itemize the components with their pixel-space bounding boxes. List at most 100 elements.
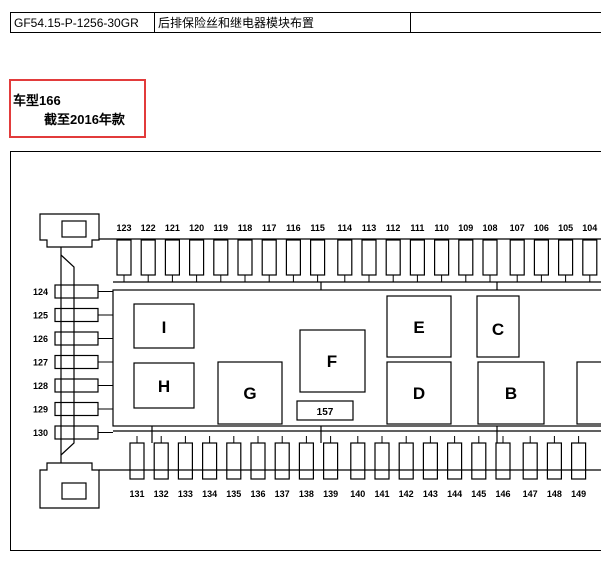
fuse-133-label: 133 (178, 489, 193, 499)
fuse-145 (471, 442, 487, 480)
fuse-133 (177, 442, 193, 480)
left-connector-bottom-latch (61, 482, 87, 500)
fuse-157-label: 157 (317, 407, 334, 418)
fuse-134-label: 134 (202, 489, 217, 499)
fuse-106-label: 106 (534, 223, 549, 233)
fuse-146 (495, 442, 511, 480)
fuse-135 (226, 442, 242, 480)
diagram-frame (10, 151, 601, 551)
fuse-137 (274, 442, 290, 480)
fuse-115-label: 115 (310, 223, 325, 233)
fuse-111-label: 111 (410, 223, 424, 233)
relay-e (386, 295, 452, 358)
relay-c (476, 295, 520, 358)
fuse-114 (337, 239, 353, 276)
fuse-134 (202, 442, 218, 480)
fuse-147-label: 147 (523, 489, 538, 499)
model-label: 车型166 (13, 93, 61, 108)
fuse-132-label: 132 (154, 489, 169, 499)
fuse-147 (522, 442, 538, 480)
fuse-149 (570, 442, 587, 480)
fuse-112 (385, 239, 401, 276)
fuse-118 (237, 239, 253, 276)
document-code: GF54.15-P-1256-30GR (11, 13, 155, 32)
fuse-116 (285, 239, 301, 276)
fuse-104 (582, 239, 598, 276)
fuse-137-label: 137 (275, 489, 290, 499)
fuse-148 (546, 442, 563, 480)
relay-f-label: F (327, 352, 337, 371)
document-header: GF54.15-P-1256-30GR 后排保险丝和继电器模块布置 (10, 12, 601, 33)
fuse-136-label: 136 (250, 489, 265, 499)
fuse-110-label: 110 (434, 223, 449, 233)
fuse-130-label: 130 (33, 428, 48, 438)
fuse-140 (350, 442, 366, 480)
fuse-119-label: 119 (214, 223, 229, 233)
fuse-124-label: 124 (33, 287, 48, 297)
fuse-115 (310, 239, 326, 276)
inner-panel (112, 289, 601, 427)
fuse-107 (509, 239, 525, 276)
fuse-139-label: 139 (323, 489, 338, 499)
fuse-143 (422, 442, 438, 480)
fuse-131-label: 131 (129, 489, 144, 499)
fuse-122 (140, 239, 156, 276)
fuse-106 (533, 239, 550, 276)
model-year-label: 截至2016年款 (44, 112, 125, 127)
fuse-132 (153, 442, 169, 480)
fuse-120 (189, 239, 205, 276)
fuse-117 (261, 239, 277, 276)
fuse-108 (482, 239, 498, 276)
fuse-123 (116, 239, 132, 276)
relay-partial-right (576, 361, 601, 425)
relay-d (386, 361, 452, 425)
fuse-105-label: 105 (558, 223, 573, 233)
document-title: 后排保险丝和继电器模块布置 (155, 13, 411, 32)
fuse-112-label: 112 (386, 223, 401, 233)
relay-i (133, 303, 195, 349)
relay-b (477, 361, 545, 425)
fuse-141-label: 141 (374, 489, 389, 499)
left-connector-bottom (39, 462, 100, 509)
relay-group: I H G F E D C B 157 (133, 295, 601, 425)
relay-h (133, 362, 195, 409)
fuse-104-label: 104 (582, 223, 597, 233)
relay-d-label: D (413, 384, 425, 403)
fuse-127-label: 127 (33, 358, 48, 368)
left-connector-top (39, 213, 100, 248)
fuse-108-label: 108 (482, 223, 497, 233)
relay-f (299, 329, 366, 393)
model-note-box: 车型166 截至2016年款 (9, 79, 146, 138)
fuse-146-label: 146 (495, 489, 510, 499)
fuse-111 (409, 239, 425, 276)
relay-e-label: E (413, 318, 424, 337)
fuse-121 (164, 239, 180, 276)
fuse-107-label: 107 (510, 223, 525, 233)
fuse-135-label: 135 (226, 489, 241, 499)
fuse-144-label: 144 (447, 489, 462, 499)
fuse-121-label: 121 (165, 223, 180, 233)
fuse-138 (298, 442, 314, 480)
fuse-119 (213, 239, 229, 276)
fuse-126-label: 126 (33, 334, 48, 344)
fuse-105 (557, 239, 574, 276)
fuse-125-label: 125 (33, 311, 48, 321)
fuse-117-label: 117 (262, 223, 277, 233)
relay-g (217, 361, 283, 425)
fuse-139 (323, 442, 339, 480)
left-connector-top-latch (61, 220, 87, 238)
fuse-128-label: 128 (33, 381, 48, 391)
fuse-142-label: 142 (399, 489, 414, 499)
fuse-129-label: 129 (33, 405, 48, 415)
fuse-138-label: 138 (299, 489, 314, 499)
fuse-144 (447, 442, 463, 480)
fuse-123-label: 123 (116, 223, 131, 233)
fuse-142 (398, 442, 414, 480)
fuse-145-label: 145 (471, 489, 486, 499)
fuse-141 (374, 442, 390, 480)
fuse-116-label: 116 (286, 223, 301, 233)
fuse-148-label: 148 (547, 489, 562, 499)
fuse-110 (434, 239, 450, 276)
